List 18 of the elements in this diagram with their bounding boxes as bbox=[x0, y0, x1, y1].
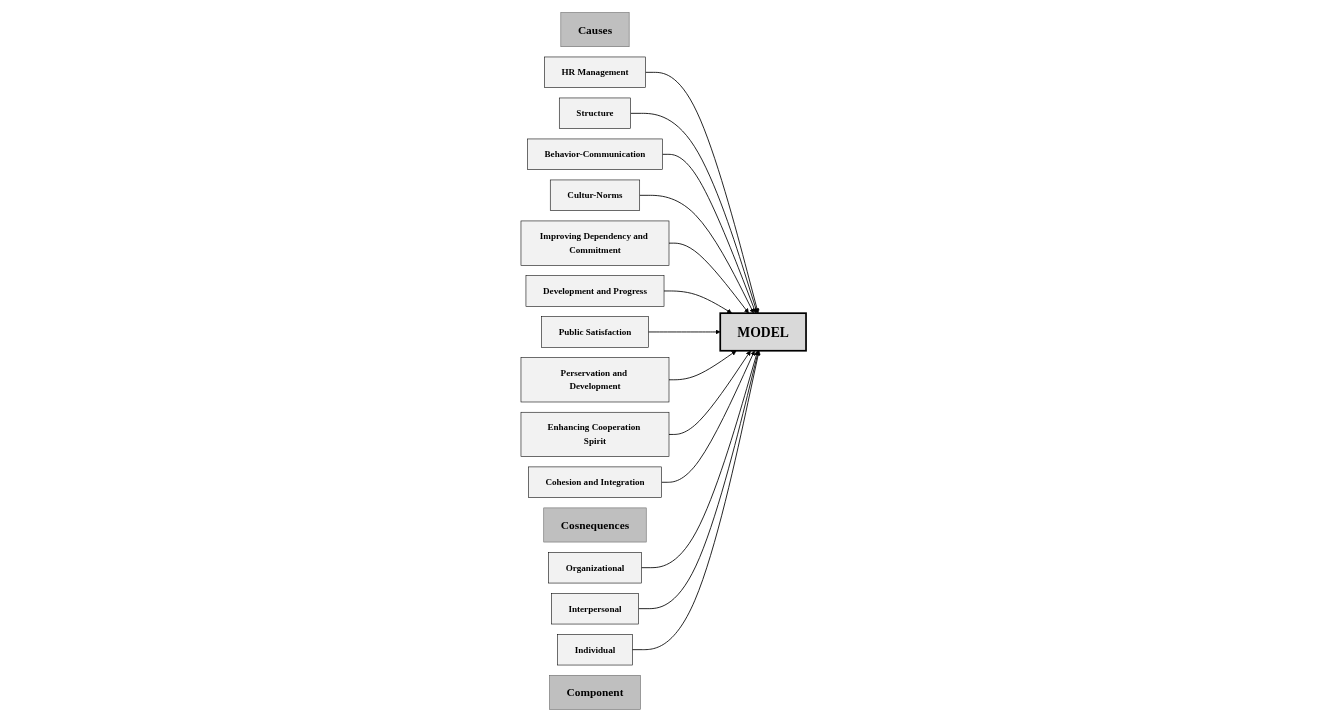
node-box bbox=[548, 552, 642, 584]
node-box bbox=[549, 675, 641, 710]
node-box bbox=[541, 316, 649, 348]
node-box bbox=[557, 634, 633, 666]
node-box bbox=[549, 179, 640, 211]
node-box bbox=[544, 56, 646, 88]
node-box bbox=[520, 357, 670, 403]
node-box bbox=[528, 466, 662, 498]
node-box bbox=[719, 312, 807, 352]
node-box bbox=[559, 97, 631, 129]
node-box bbox=[525, 275, 665, 307]
node-box bbox=[527, 138, 663, 170]
node-box bbox=[551, 593, 639, 625]
node-box bbox=[543, 507, 647, 543]
node-box bbox=[520, 411, 670, 457]
node-box bbox=[560, 12, 630, 47]
node-box bbox=[520, 220, 670, 266]
diagram: Causes HR Management Structure Behavior-Communication Cultur-Norms MODEL Improving Dependency and Commitment Development and Progress Public Satisfaction Perservation and Development Enhancing Cooperation Spirit Cohesion and Integration Cosnequences Organizational Interpersonal Individual Component bbox=[0, 8, 1327, 714]
